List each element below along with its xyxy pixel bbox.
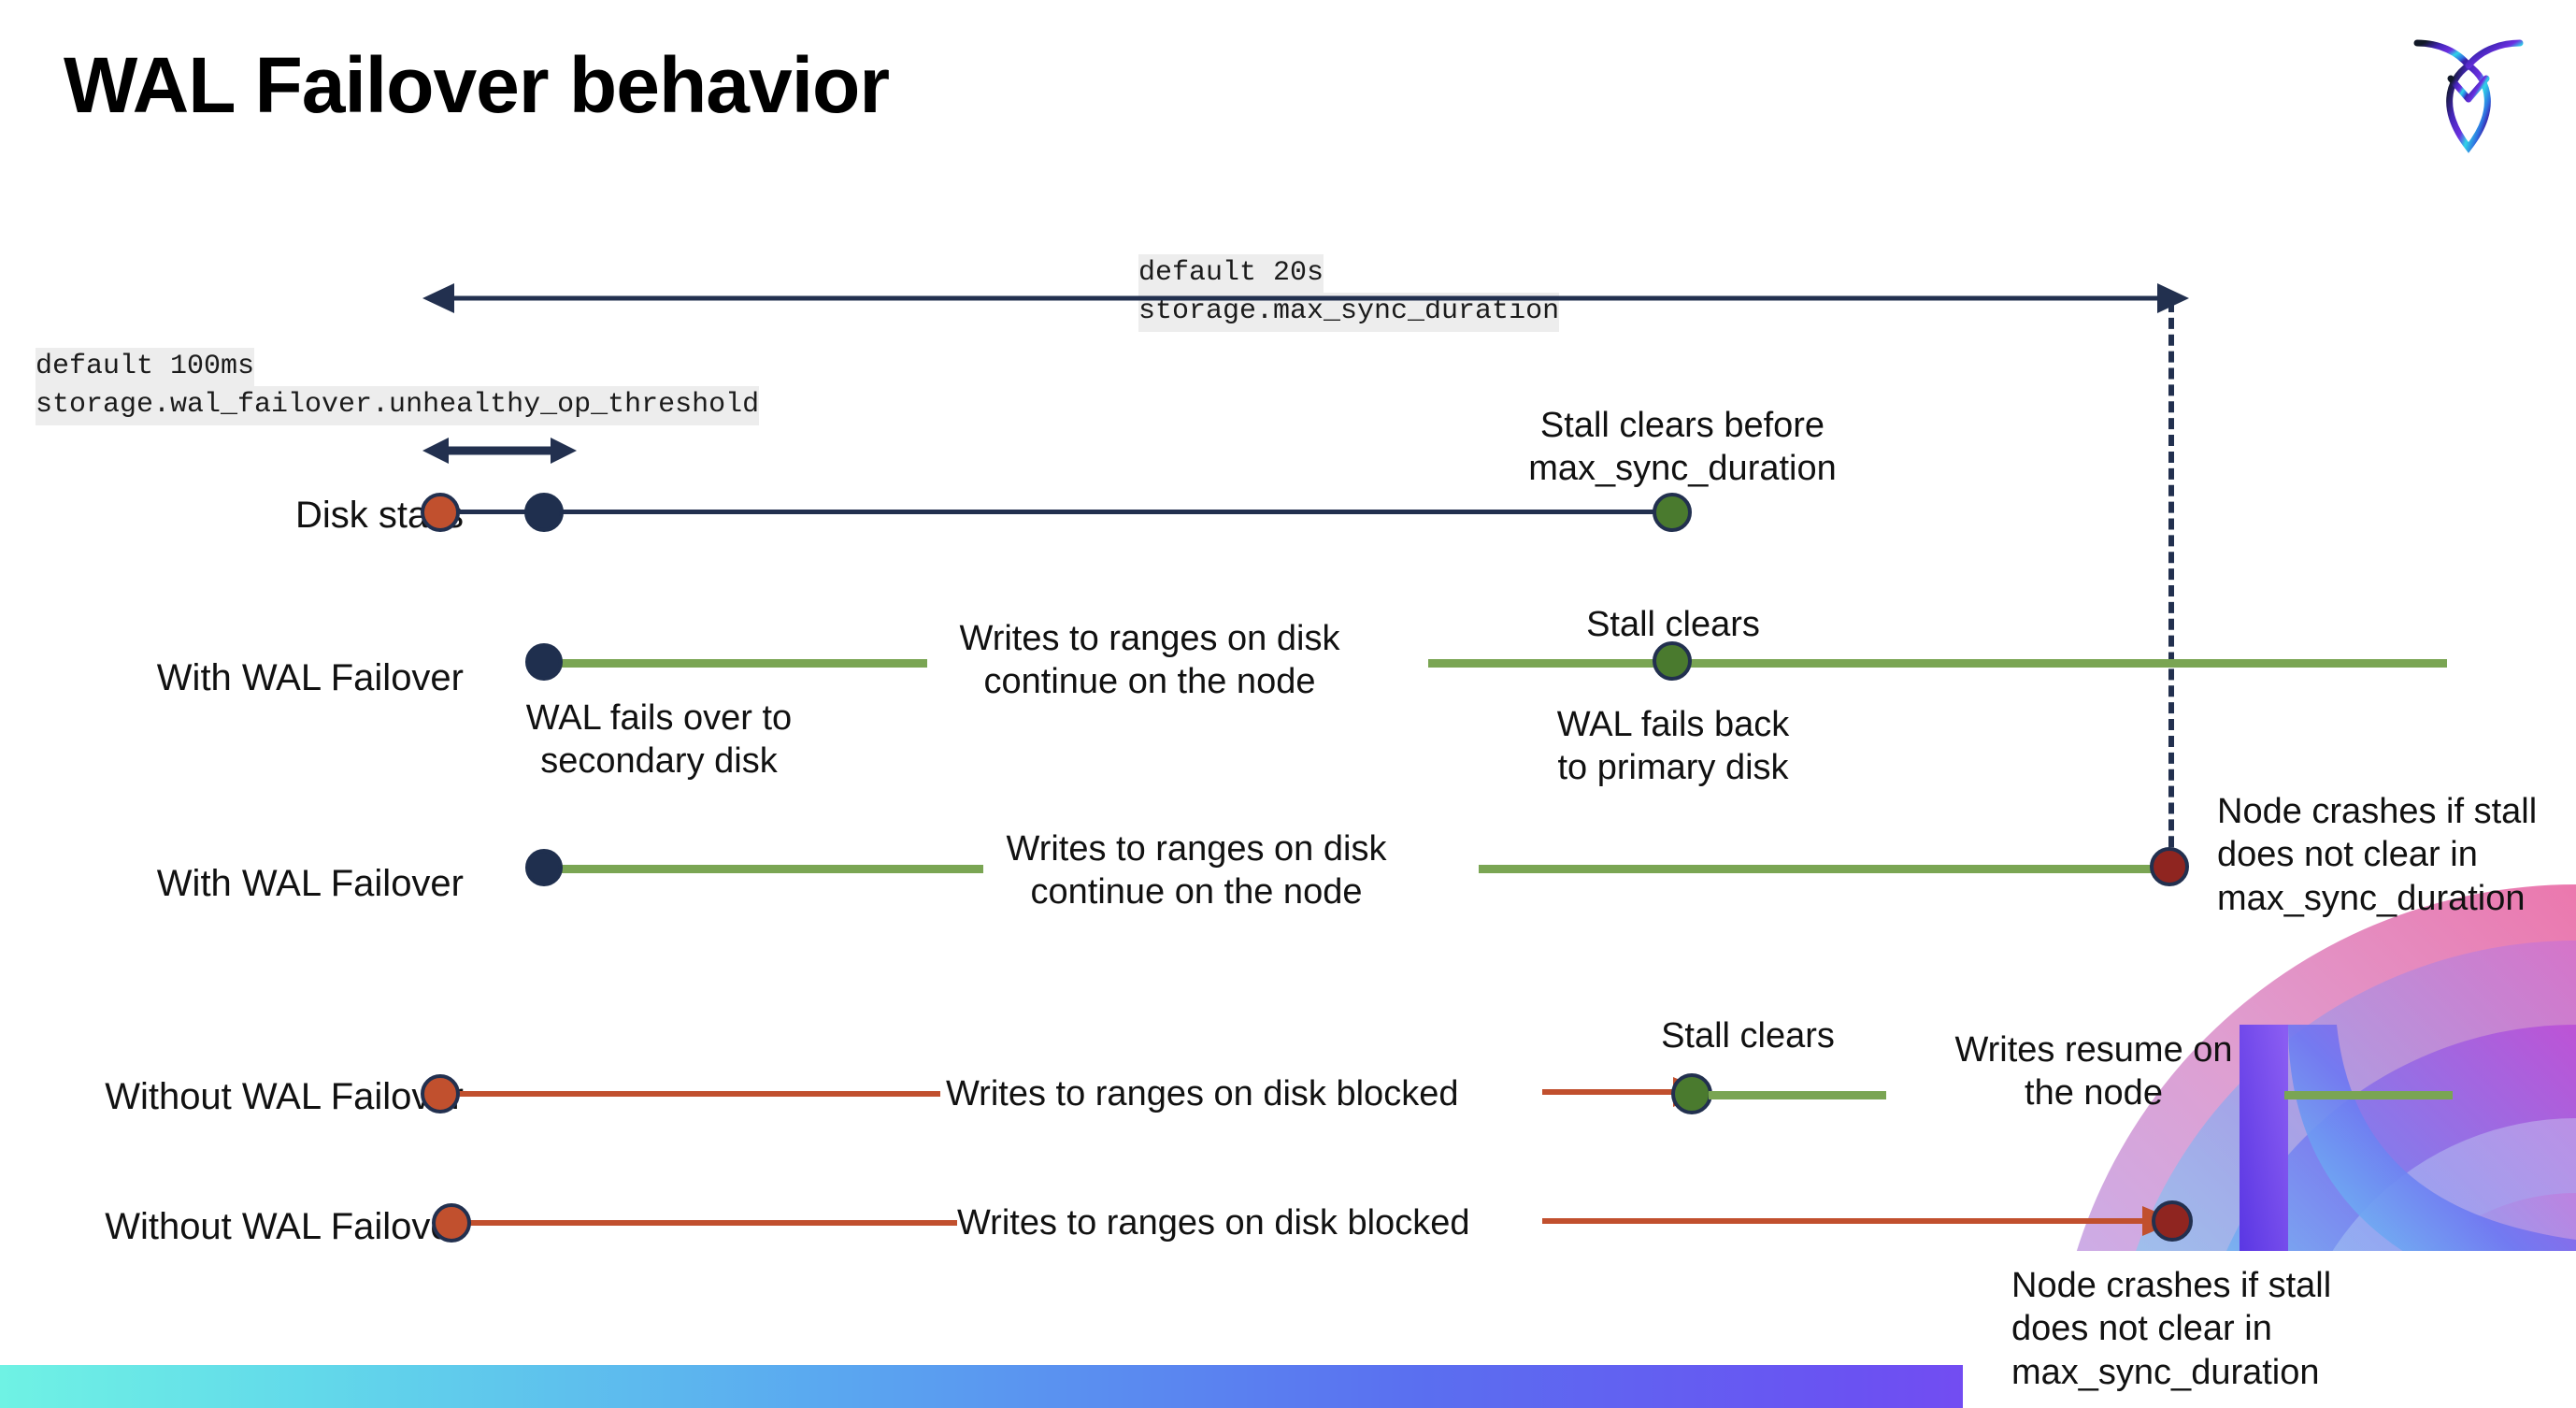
disk-stall-clear-dot bbox=[1653, 493, 1692, 532]
without-failover-2-crash-dot bbox=[2152, 1200, 2193, 1242]
with-failover-1-segment-b bbox=[1428, 659, 2447, 668]
unhealthy-op-threshold-annotation: default 100ms storage.wal_failover.unhea… bbox=[36, 348, 760, 425]
with-failover-2-segment-b bbox=[1479, 865, 2170, 873]
with-failover-1-stall-clear-dot bbox=[1653, 641, 1692, 681]
note-wal-fails-back: WAL fails back to primary disk bbox=[1556, 705, 1790, 788]
note-stall-clears-2: Stall clears bbox=[1661, 1016, 1835, 1056]
without-failover-2-start-dot bbox=[432, 1203, 471, 1243]
note-stall-clears-before-max-sync: Stall clears before max_sync_duration bbox=[1528, 406, 1837, 489]
note-stall-clears-1: Stall clears bbox=[1586, 605, 1760, 644]
node-crash-note-panel bbox=[1963, 1251, 2576, 1408]
row-label-without-wal-failover-1: Without WAL Failover bbox=[105, 1076, 464, 1117]
with-failover-2-segment-a bbox=[544, 865, 983, 873]
unhealthy-op-setting-label: storage.wal_failover.unhealthy_op_thresh… bbox=[36, 386, 760, 425]
note-writes-resume: Writes resume on the node bbox=[1954, 1030, 2233, 1113]
note-writes-blocked-1: Writes to ranges on disk blocked bbox=[946, 1074, 1459, 1113]
unhealthy-op-default-label: default 100ms bbox=[36, 348, 255, 387]
row-label-with-wal-failover-2: With WAL Failover bbox=[156, 863, 464, 904]
note-node-crashes-1: Node crashes if stall does not clear in … bbox=[2217, 792, 2538, 918]
without-failover-2-blocked-a bbox=[452, 1220, 957, 1226]
cockroachdb-logo-icon bbox=[2398, 17, 2539, 166]
note-wal-fails-over: WAL fails over to secondary disk bbox=[525, 698, 793, 782]
disk-stalls-timeline bbox=[439, 510, 1682, 514]
note-writes-blocked-2: Writes to ranges on disk blocked bbox=[957, 1203, 1470, 1243]
with-failover-2-failover-dot bbox=[525, 849, 563, 886]
without-failover-1-stall-clear-dot bbox=[1671, 1073, 1712, 1114]
unhealthy-op-threshold-span-arrow bbox=[422, 432, 577, 469]
note-writes-continue-2: Writes to ranges on disk continue on the… bbox=[1006, 829, 1387, 912]
without-failover-2-blocked-arrow bbox=[1542, 1204, 2178, 1238]
row-label-without-wal-failover-2: Without WAL Failover bbox=[105, 1206, 464, 1247]
max-sync-default-label: default 20s bbox=[1138, 254, 1324, 294]
without-failover-1-start-dot bbox=[421, 1074, 460, 1113]
without-failover-1-resume-a bbox=[1709, 1091, 1886, 1099]
note-node-crashes-2: Node crashes if stall does not clear in … bbox=[2011, 1266, 2332, 1392]
with-failover-2-crash-dot bbox=[2150, 847, 2189, 886]
with-failover-1-failover-dot bbox=[525, 643, 563, 681]
row-label-with-wal-failover-1: With WAL Failover bbox=[156, 657, 464, 698]
without-failover-1-resume-b bbox=[2284, 1091, 2453, 1099]
max-sync-duration-span-arrow bbox=[422, 279, 2189, 318]
note-writes-continue-1: Writes to ranges on disk continue on the… bbox=[959, 619, 1340, 702]
disk-stall-start-dot bbox=[421, 493, 460, 532]
without-failover-1-blocked-a bbox=[439, 1091, 940, 1097]
max-sync-duration-dashed-guide bbox=[2168, 301, 2174, 881]
with-failover-1-segment-a bbox=[544, 659, 927, 668]
page-title: WAL Failover behavior bbox=[64, 41, 890, 129]
disk-stall-failover-dot bbox=[524, 493, 564, 532]
